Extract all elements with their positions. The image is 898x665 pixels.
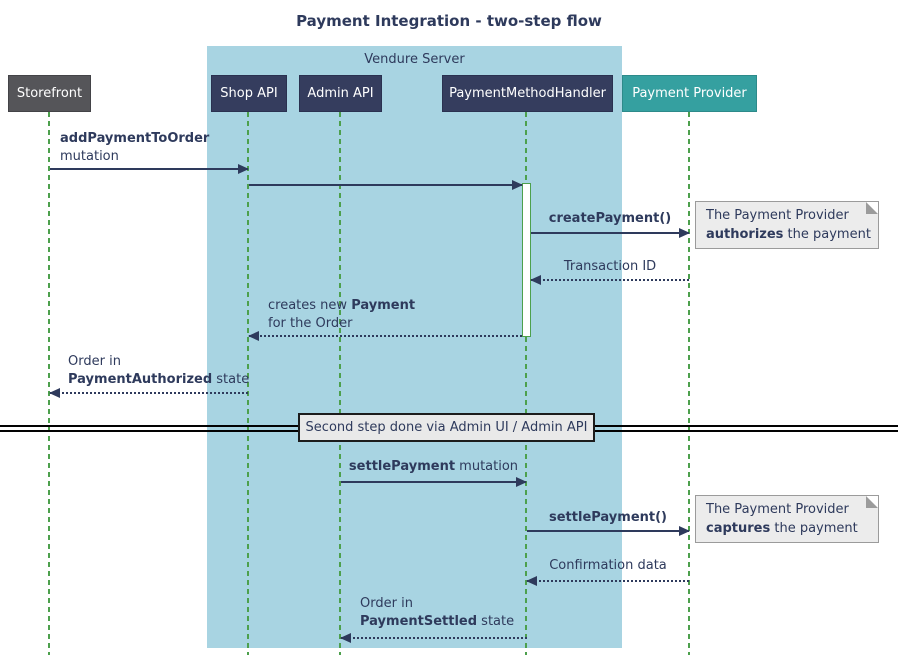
note-capture: The Payment Provider captures the paymen… [695,495,879,543]
note-capture-keyword: captures [706,521,771,536]
participant-payment-provider-label: Payment Provider [632,86,747,101]
message-label-order-authorized: Order in PaymentAuthorized state [68,353,249,389]
note-authorize: The Payment Provider authorizes the paym… [695,201,879,249]
message-order-authorized-line1: Order in [68,354,121,369]
note-authorize-keyword: authorizes [706,227,784,242]
activation-bar [522,183,531,337]
message-settle-mutation-name: settlePayment [348,459,456,474]
note-fold-icon [866,202,878,214]
message-add-payment-name: addPaymentToOrder [60,131,210,146]
arrowhead-left-icon [340,633,351,643]
participant-payment-method-handler-label: PaymentMethodHandler [449,86,606,101]
note-capture-line1: The Payment Provider [706,502,849,517]
message-order-settled-suffix: state [477,614,515,629]
arrowhead-right-icon [238,164,249,174]
message-label-settle-call: settlePayment() [527,509,689,527]
participant-admin-api-label: Admin API [307,86,374,101]
note-fold-icon [866,496,878,508]
participant-shop-api: Shop API [211,75,287,112]
arrow-create-payment [531,228,690,238]
message-order-settled-state: PaymentSettled [360,614,478,629]
arrow-confirmation [526,576,689,586]
note-authorize-line1: The Payment Provider [706,208,849,223]
message-order-authorized-state: PaymentAuthorized [68,372,213,387]
lifeline-payment-method-handler [525,112,527,655]
participant-payment-provider: Payment Provider [622,75,757,112]
message-creates-payment-prefix: creates new [268,298,352,313]
arrowhead-right-icon [679,526,690,536]
message-order-settled-line1: Order in [360,596,413,611]
arrow-settle-call [527,526,690,536]
message-label-create-payment: createPayment() [531,210,689,228]
message-creates-payment-line2: for the Order [268,316,353,331]
lifeline-payment-provider [688,112,690,655]
message-creates-payment-name: Payment [351,298,416,313]
note-capture-suffix: the payment [770,521,858,536]
arrow-order-settled [340,633,527,643]
message-label-transaction-id: Transaction ID [531,258,689,276]
arrowhead-left-icon [248,331,259,341]
vendure-server-container: Vendure Server [207,46,622,648]
arrowhead-left-icon [530,275,541,285]
arrowhead-right-icon [516,477,527,487]
participant-payment-method-handler: PaymentMethodHandler [442,75,613,112]
message-label-add-payment: addPaymentToOrder mutation [60,130,209,166]
arrow-creates-payment [248,331,522,341]
participant-admin-api: Admin API [299,75,382,112]
arrow-settle-mutation [341,477,527,487]
lifeline-shop-api [247,112,249,655]
note-authorize-suffix: the payment [783,227,871,242]
divider-label: Second step done via Admin UI / Admin AP… [305,420,588,435]
diagram-title: Payment Integration - two-step flow [296,12,602,30]
arrow-order-authorized [49,388,248,398]
arrow-transaction-id [530,275,689,285]
message-label-confirmation: Confirmation data [527,557,689,575]
message-label-order-settled: Order in PaymentSettled state [360,595,514,631]
participant-shop-api-label: Shop API [220,86,278,101]
arrowhead-right-icon [512,180,523,190]
participant-storefront: Storefront [8,75,91,112]
message-transaction-id-text: Transaction ID [563,259,657,274]
message-label-creates-payment: creates new Payment for the Order [268,297,415,333]
message-settle-call-name: settlePayment() [549,510,667,525]
divider-label-box: Second step done via Admin UI / Admin AP… [298,413,595,442]
participant-storefront-label: Storefront [16,86,83,101]
arrowhead-right-icon [679,228,690,238]
message-order-authorized-suffix: state [212,372,250,387]
message-add-payment-suffix: mutation [60,149,119,164]
lifeline-storefront [48,112,50,655]
arrow-shop-to-handler [249,180,523,190]
arrowhead-left-icon [526,576,537,586]
lifeline-admin-api [339,112,341,655]
vendure-server-label: Vendure Server [364,52,465,67]
message-create-payment-name: createPayment() [548,211,672,226]
arrow-add-payment [50,164,249,174]
message-label-settle-mutation: settlePayment mutation [341,458,526,476]
message-confirmation-text: Confirmation data [549,558,667,573]
arrowhead-left-icon [49,388,60,398]
message-settle-mutation-suffix: mutation [455,459,519,474]
